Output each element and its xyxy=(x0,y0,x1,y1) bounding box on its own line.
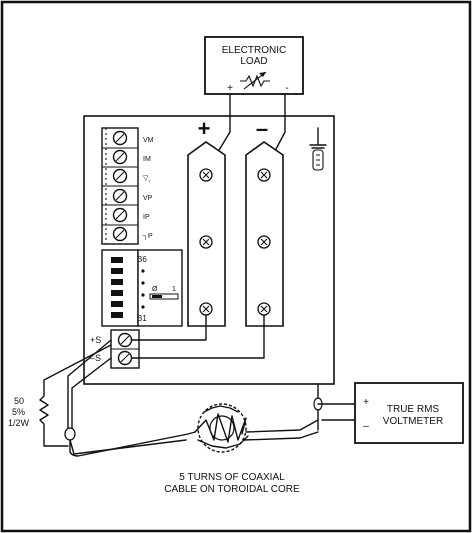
electronic-load-title: ELECTRONIC xyxy=(222,45,286,56)
true-rms-voltmeter: TRUE RMS VOLTMETER + – xyxy=(355,383,463,443)
resistor-value: 50 xyxy=(14,396,24,406)
coax-lead-b xyxy=(72,358,111,432)
toroid-caption-line1: 5 TURNS OF COAXIAL xyxy=(179,472,285,483)
terminal-label-vm: VM xyxy=(143,137,154,144)
sense-plus-label: +S xyxy=(90,335,101,345)
electronic-load-subtitle: LOAD xyxy=(240,56,267,67)
toroid-core-icon xyxy=(195,404,248,452)
lower-connector: B6 B1 Ø 1 xyxy=(102,250,182,326)
sense-terminals: +S –S xyxy=(90,330,139,368)
terminal-label-p: ┐P xyxy=(142,233,153,240)
upper-connector: VM IM ▽ˬ VP IP ┐P xyxy=(102,128,154,244)
terminal-label-vp: VP xyxy=(143,195,153,202)
switch-label-one: 1 xyxy=(172,286,176,293)
terminal-label-im: IM xyxy=(143,156,151,163)
electronic-load: ELECTRONIC LOAD + - xyxy=(205,37,303,94)
coax-shield-icon xyxy=(65,428,75,440)
chassis-ground-icon xyxy=(310,128,326,170)
toroid-caption-line2: CABLE ON TOROIDAL CORE xyxy=(164,484,300,495)
voltmeter-title: TRUE RMS xyxy=(387,404,440,415)
terminal-label-ip: IP xyxy=(143,214,150,221)
coax-cable-to-voltmeter xyxy=(246,420,318,432)
voltmeter-minus-label: – xyxy=(363,421,369,432)
voltmeter-plus-label: + xyxy=(363,397,369,408)
voltmeter-subtitle: VOLTMETER xyxy=(383,416,443,427)
negative-output-bar xyxy=(246,142,283,326)
load-minus-label: - xyxy=(285,83,288,94)
resistor-tolerance: 5% xyxy=(12,407,25,417)
load-plus-label: + xyxy=(227,83,233,94)
minus-terminal-label: – xyxy=(256,116,268,141)
positive-output-bar xyxy=(188,142,225,326)
connector-label-b6: B6 xyxy=(137,255,147,264)
connector-label-b1: B1 xyxy=(137,314,147,323)
plus-terminal-label: + xyxy=(198,116,211,141)
terminal-label-ground: ▽ˬ xyxy=(143,175,151,182)
resistor-wattage: 1/2W xyxy=(8,418,30,428)
switch-label-zero: Ø xyxy=(152,286,158,293)
